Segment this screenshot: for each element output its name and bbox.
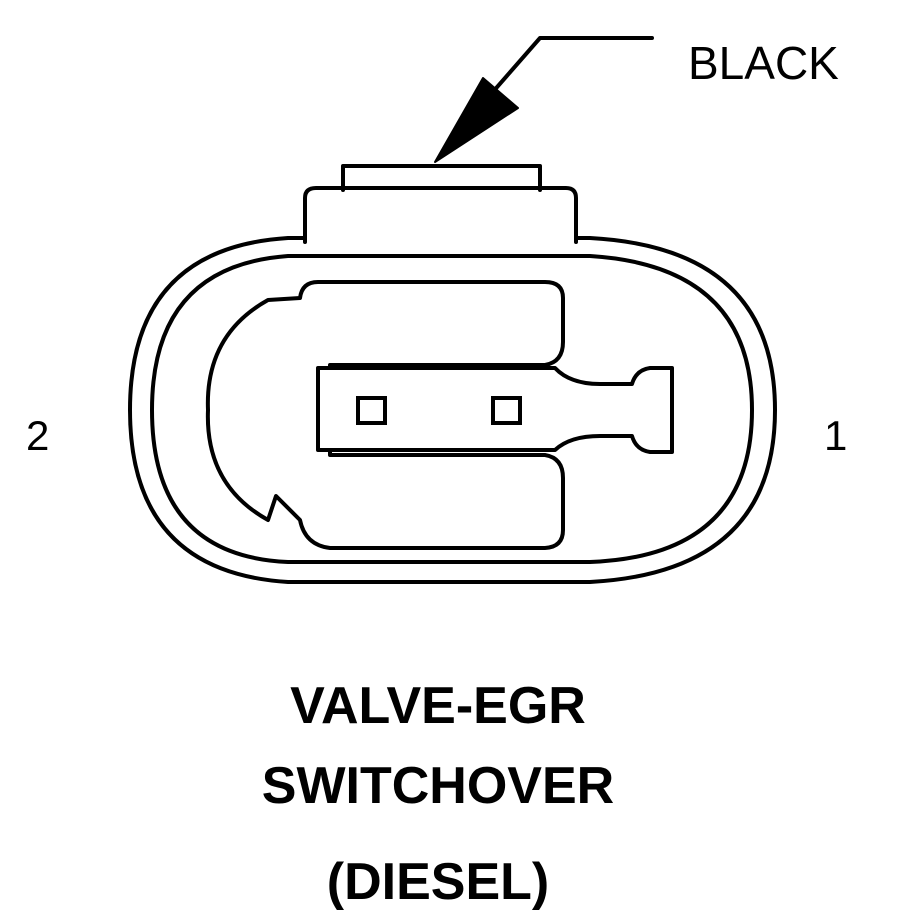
diagram-title-line-1: VALVE-EGR	[290, 677, 586, 735]
connector-hood	[303, 186, 578, 244]
diagram-title-line-3: (DIESEL)	[326, 853, 550, 911]
terminal-slot-left	[356, 396, 387, 425]
connector-color-label: BLACK	[688, 37, 839, 89]
pin-2-label: 2	[26, 412, 50, 459]
connector-outer-shell	[128, 236, 777, 584]
terminal-cavity	[205, 280, 565, 550]
arrow-head-icon	[434, 77, 519, 163]
diagram-title-line-2: SWITCHOVER	[261, 757, 615, 815]
pin-1-label: 1	[824, 412, 848, 459]
connector-top-tab	[341, 164, 542, 192]
terminal-slot-right	[491, 396, 522, 425]
connector-inner-shell	[150, 254, 754, 564]
